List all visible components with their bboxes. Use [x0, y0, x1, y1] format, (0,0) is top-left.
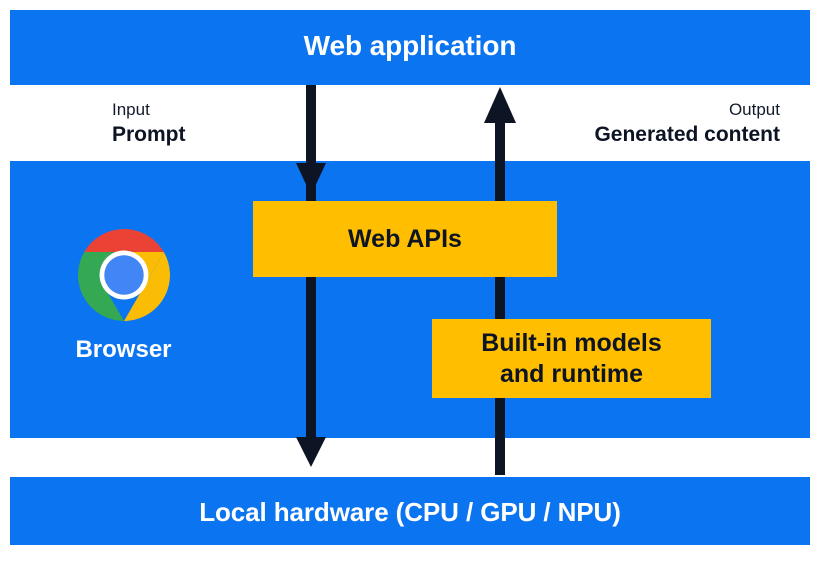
- output-value: Generated content: [594, 122, 780, 146]
- built-in-models-box[interactable]: Built-in models and runtime: [432, 319, 711, 398]
- output-kicker: Output: [728, 100, 780, 119]
- built-in-models-label-line2: and runtime: [499, 359, 644, 388]
- input-value: Prompt: [112, 122, 186, 146]
- prompt-down-arrow: [296, 85, 326, 467]
- browser-group: Browser: [46, 228, 201, 378]
- built-in-models-label-line1: Built-in models: [481, 328, 662, 357]
- web-apis-label: Web APIs: [348, 224, 462, 253]
- local-hardware-title: Local hardware (CPU / GPU / NPU): [199, 497, 621, 527]
- local-hardware-band: [10, 477, 810, 545]
- chrome-logo-icon: [77, 228, 170, 322]
- built-in-models-label: Built-in models and runtime: [473, 328, 670, 390]
- input-annotation: Input Prompt: [112, 100, 186, 147]
- input-kicker: Input: [112, 100, 150, 119]
- web-application-title: Web application: [303, 30, 517, 61]
- browser-label: Browser: [75, 336, 172, 363]
- generated-content-up-arrow: [484, 87, 516, 475]
- output-annotation: Output Generated content: [594, 100, 780, 147]
- web-application-band: [10, 10, 810, 85]
- web-apis-box[interactable]: Web APIs: [253, 201, 557, 277]
